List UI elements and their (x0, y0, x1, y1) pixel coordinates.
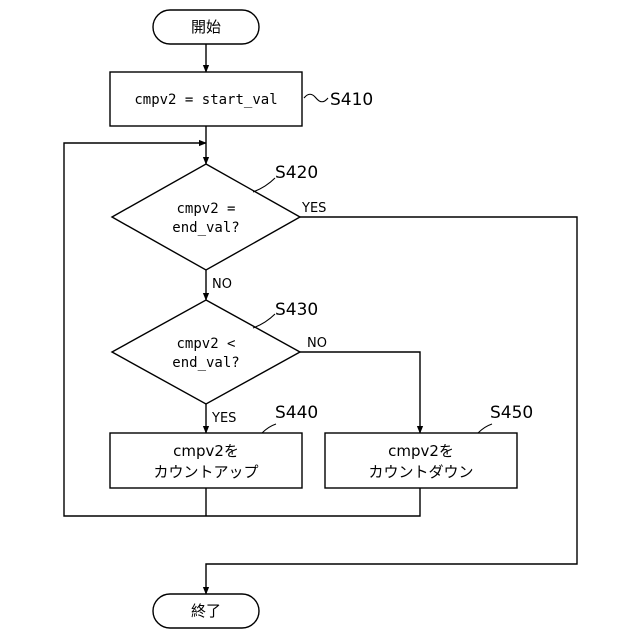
end-label: 終了 (191, 602, 221, 620)
step-label-s410: S410 (330, 90, 373, 110)
step-label-s450: S450 (490, 403, 533, 423)
decision-s420-diamond (112, 164, 300, 270)
process-s410: cmpv2 = start_val S410 (110, 72, 373, 126)
end-terminal: 終了 (153, 594, 259, 628)
step-label-s440: S440 (275, 403, 318, 423)
decision-s430-line1: cmpv2 < (176, 336, 235, 352)
leader-s450 (478, 424, 492, 433)
leader-s440 (262, 424, 276, 433)
start-terminal: 開始 (153, 10, 259, 44)
leader-s420 (253, 178, 275, 192)
process-s450: cmpv2を カウントダウン S450 (325, 403, 533, 488)
process-s440-line2: カウントアップ (153, 463, 258, 481)
decision-s420-line1: cmpv2 = (176, 201, 235, 217)
branch-label-s420-no: NO (212, 277, 232, 292)
branch-label-s430-no: NO (307, 336, 327, 351)
process-s450-line1: cmpv2を (388, 442, 454, 460)
step-label-s420: S420 (275, 163, 318, 183)
branch-label-s420-yes: YES (301, 201, 326, 216)
decision-s420-line2: end_val? (172, 220, 239, 236)
process-s410-text: cmpv2 = start_val (134, 92, 277, 108)
step-label-s430: S430 (275, 300, 318, 320)
decision-s430-diamond (112, 300, 300, 404)
decision-s420: cmpv2 = end_val? S420 YES NO (112, 163, 326, 292)
branch-label-s430-yes: YES (211, 411, 236, 426)
leader-s410 (304, 94, 328, 102)
connector-s450-merge (206, 488, 420, 516)
start-label: 開始 (191, 18, 221, 36)
process-s440-line1: cmpv2を (173, 442, 239, 460)
decision-s430-line2: end_val? (172, 355, 239, 371)
leader-s430 (253, 314, 275, 328)
process-s450-line2: カウントダウン (368, 463, 473, 481)
